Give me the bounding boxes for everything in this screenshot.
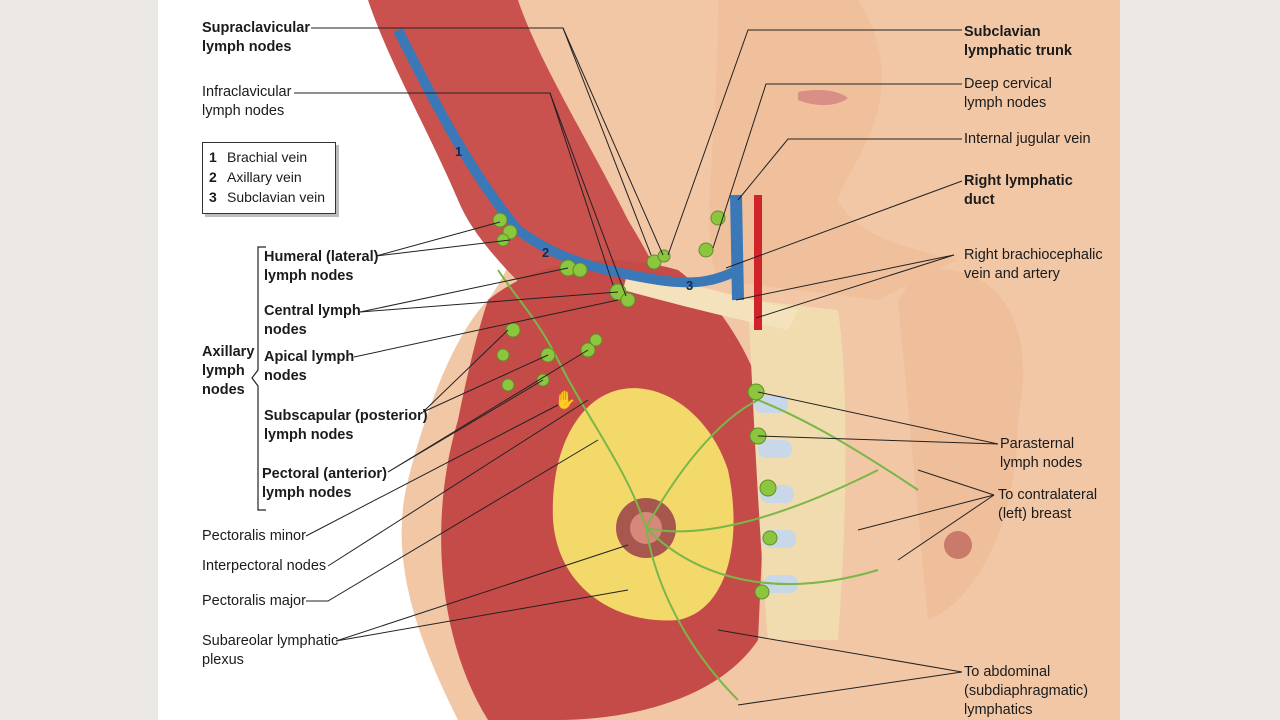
figure-number-2: 2 (542, 245, 550, 260)
sternum (748, 300, 846, 640)
leader-lines (294, 27, 999, 706)
label-subscapular: Subscapular (posterior)lymph nodes (264, 408, 428, 443)
internal-jugular-vein (730, 194, 744, 301)
brachial-axillary-vein (393, 27, 741, 288)
label-pectoralis-major: Pectoralis major (202, 593, 306, 609)
figure-number-3: 3 (686, 278, 694, 293)
face-neck (709, 0, 958, 300)
label-humeral: Humeral (lateral)lymph nodes (264, 249, 379, 284)
label-interpectoral: Interpectoral nodes (202, 558, 327, 574)
chin-lips (798, 90, 848, 106)
lymph-nodes (492, 210, 778, 600)
label-internal-jugular: Internal jugular vein (964, 131, 1091, 147)
hand-cursor-icon: ✋ (554, 390, 577, 410)
left-nipple (944, 531, 972, 559)
axillary-bracket (251, 246, 266, 511)
contralateral-breast (898, 268, 1024, 620)
anatomy-illustration (251, 0, 1120, 720)
label-contralateral: To contralateral(left) breast (998, 487, 1098, 522)
lymphatic-vessels (497, 269, 919, 701)
label-abdominal: To abdominal(subdiaphragmatic)lymphatics (964, 664, 1089, 718)
label-pectoralis-minor: Pectoralis minor (202, 528, 306, 544)
label-pectoral: Pectoral (anterior)lymph nodes (262, 466, 387, 501)
figure-number-1: 1 (455, 144, 463, 159)
